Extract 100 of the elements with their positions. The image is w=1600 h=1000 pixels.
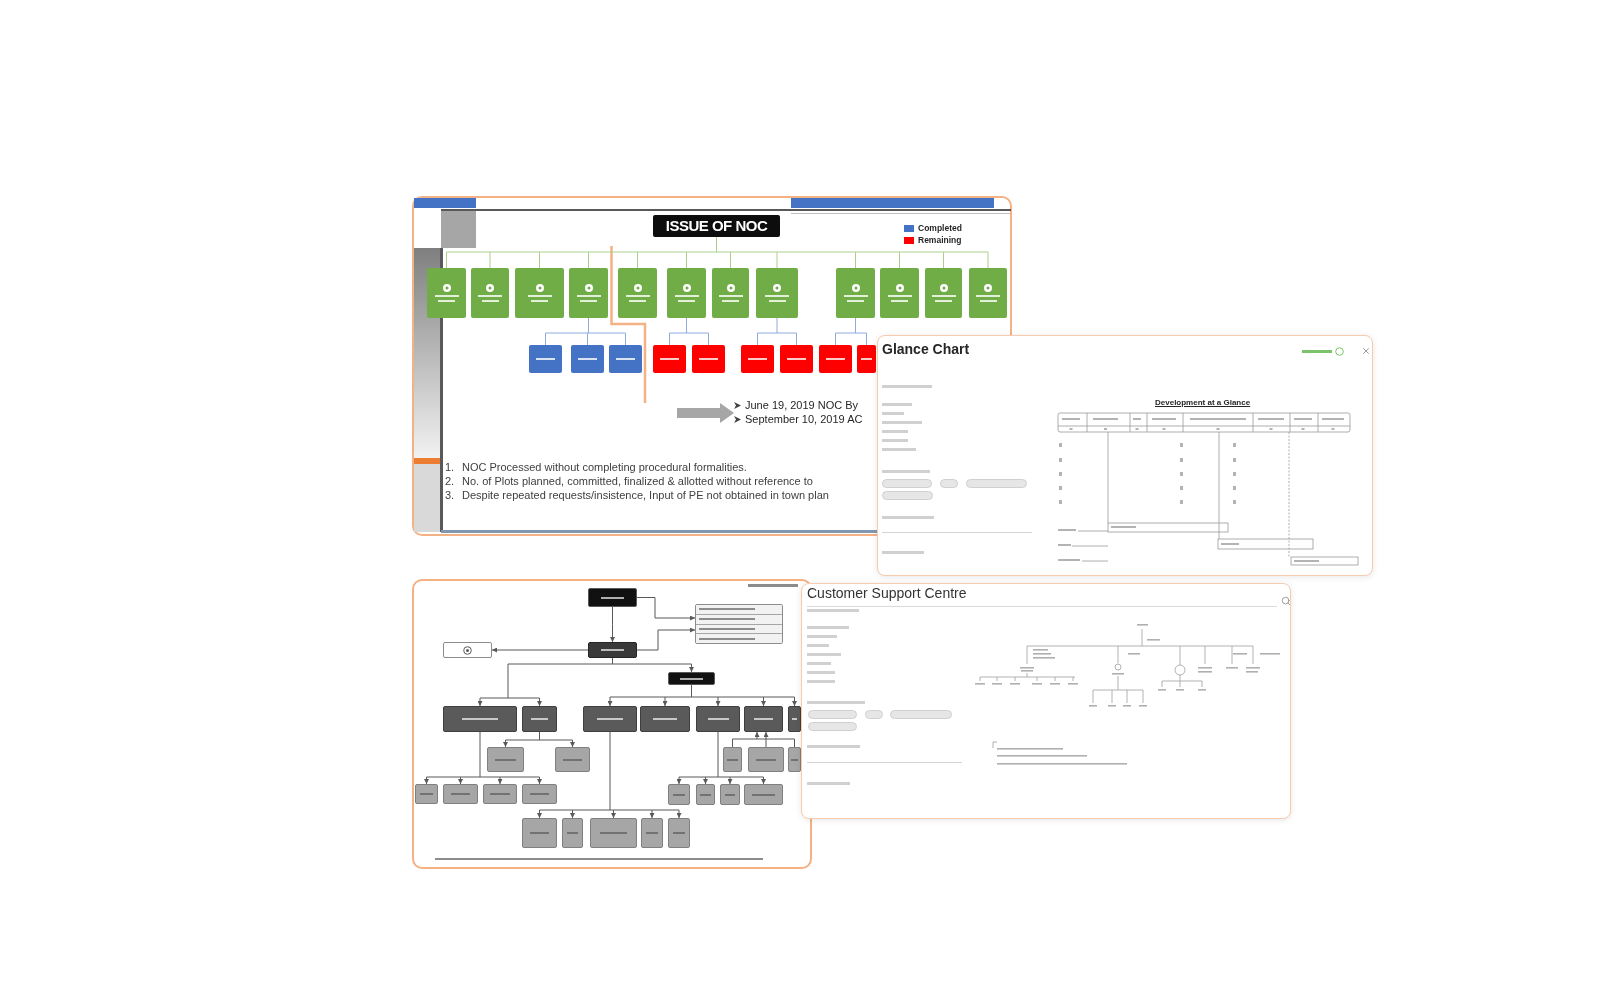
panel-title: Customer Support Centre <box>807 585 967 602</box>
connector-line <box>446 251 447 269</box>
org-chart-box <box>756 268 798 318</box>
arrow <box>477 697 483 707</box>
list-item: No. of Plots planned, committed, finalized & allotted without reference to <box>462 475 813 488</box>
arrow <box>424 776 429 785</box>
org-chart-box <box>857 345 876 373</box>
org-chart-box <box>522 784 557 804</box>
org-chart-box <box>667 268 706 318</box>
org-chart-box <box>443 706 517 732</box>
connector-line <box>588 251 589 269</box>
org-chart-box <box>415 784 438 804</box>
org-chart-box <box>529 345 562 373</box>
connector-line <box>609 684 795 698</box>
org-chart-box <box>487 747 524 772</box>
connector-line <box>730 251 731 269</box>
org-chart-box <box>723 747 742 772</box>
arrow <box>763 731 769 748</box>
org-chart-box <box>696 706 740 732</box>
arrow <box>636 627 696 651</box>
connector-line <box>426 731 540 778</box>
connector-line <box>776 251 778 269</box>
org-chart-box <box>427 268 466 318</box>
connector-line <box>539 731 680 811</box>
org-chart-box <box>583 706 637 732</box>
connector-line <box>507 657 692 665</box>
arrow <box>792 696 797 707</box>
arrow <box>662 696 668 707</box>
connector-line <box>987 251 989 269</box>
org-chart-box <box>880 268 919 318</box>
connector-line <box>505 731 573 741</box>
connector-line <box>757 317 797 334</box>
org-chart-box <box>618 268 657 318</box>
connector-line <box>708 332 709 346</box>
panel-title: Glance Chart <box>882 341 970 358</box>
list-item: Despite repeated requests/insistence, Input of PE not obtained in town plan <box>462 489 829 502</box>
org-chart-box <box>653 345 686 373</box>
connector-line <box>489 251 491 269</box>
org-chart-box <box>588 642 637 658</box>
org-chart-box <box>668 784 690 805</box>
org-chart-box <box>720 784 740 805</box>
org-chart-box <box>969 268 1007 318</box>
arrow <box>503 739 508 748</box>
connector-line <box>545 317 626 334</box>
org-chart-box <box>640 706 690 732</box>
connector-line <box>686 251 687 269</box>
list-box <box>695 604 783 644</box>
connector-line <box>545 332 546 346</box>
connector-line <box>625 332 626 346</box>
arrow <box>649 809 655 819</box>
connector-line <box>669 332 670 346</box>
org-chart-box <box>590 818 637 848</box>
org-chart-box <box>555 747 590 772</box>
org-chart-box <box>522 818 557 848</box>
arrow <box>570 739 575 748</box>
org-chart-box <box>696 784 715 805</box>
org-chart-box <box>788 747 801 772</box>
org-chart-box <box>522 706 557 732</box>
arrow <box>715 696 721 707</box>
arrow <box>610 606 615 643</box>
org-chart-box <box>819 345 852 373</box>
legend-label: Completed <box>918 223 962 233</box>
org-chart-box <box>609 345 642 373</box>
arrow <box>497 776 503 785</box>
connector-line <box>732 738 733 748</box>
connector-line <box>866 332 867 346</box>
org-chart-box <box>780 345 813 373</box>
arrow <box>537 776 542 785</box>
arrow <box>761 776 766 785</box>
connector-line <box>669 317 709 334</box>
org-chart-box <box>483 784 517 804</box>
list-number: 2. <box>445 475 455 488</box>
connector-line <box>587 332 588 346</box>
table-title: Development at a Glance <box>1155 398 1251 408</box>
connector-line <box>637 251 638 269</box>
org-chart-box <box>562 818 583 848</box>
arrow <box>727 776 733 785</box>
connector-line <box>757 332 758 346</box>
arrow <box>676 809 682 819</box>
bullet-text: June 19, 2019 NOC By <box>745 398 859 412</box>
org-chart-box <box>744 706 783 732</box>
arrow <box>636 597 696 621</box>
org-chart-box <box>588 588 637 607</box>
org-chart-box <box>836 268 875 318</box>
org-chart-box <box>741 345 774 373</box>
connector-line <box>678 731 764 778</box>
arrow <box>607 696 613 707</box>
arrow <box>458 776 463 785</box>
connector-line <box>899 251 900 269</box>
arrow <box>689 663 694 673</box>
arrow <box>732 731 795 740</box>
org-chart-box <box>692 345 725 373</box>
arrow <box>537 697 542 707</box>
connector-line <box>796 332 797 346</box>
connector-line <box>855 251 856 269</box>
org-chart-box <box>443 784 478 804</box>
small-box <box>443 642 492 658</box>
arrow <box>761 696 766 707</box>
block-arrow <box>677 403 734 423</box>
list-number: 3. <box>445 489 455 502</box>
